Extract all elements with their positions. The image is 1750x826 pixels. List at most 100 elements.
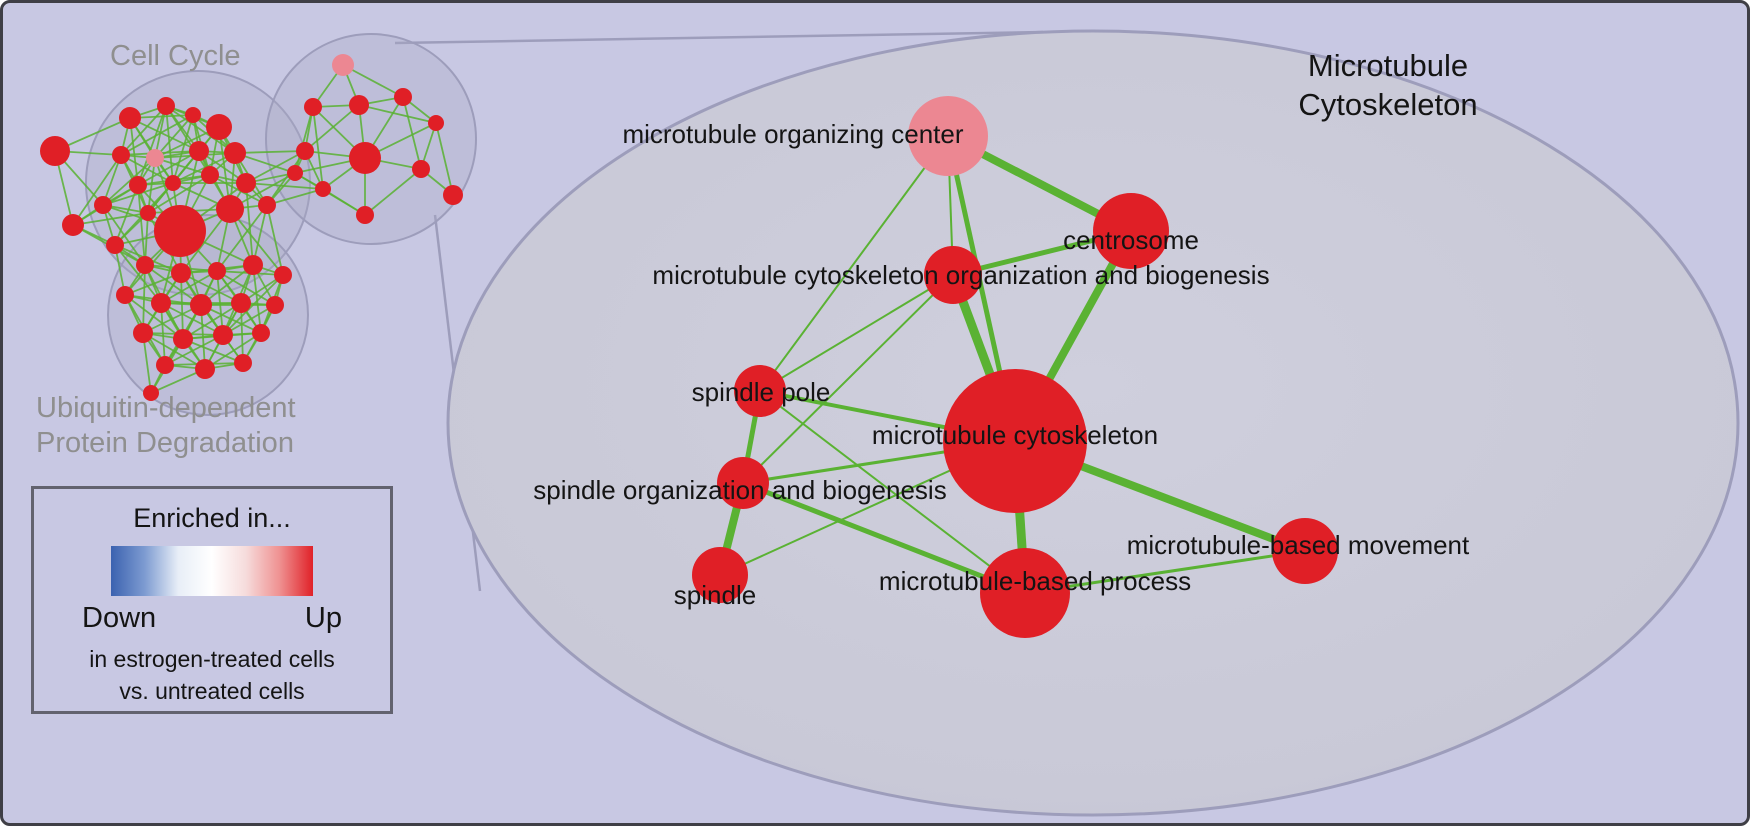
mini-node bbox=[195, 359, 215, 379]
mini-node bbox=[140, 205, 156, 221]
mini-node bbox=[213, 325, 233, 345]
mini-node bbox=[206, 114, 232, 140]
mini-edge bbox=[234, 150, 306, 154]
mini-node bbox=[201, 166, 219, 184]
node-label-centrosome: centrosome bbox=[1063, 225, 1199, 255]
mini-node bbox=[216, 195, 244, 223]
cluster-label-microtubule-cytoskeleton: Microtubule Cytoskeleton bbox=[1268, 47, 1508, 125]
mini-edge bbox=[216, 204, 268, 272]
legend-title: Enriched in... bbox=[133, 503, 291, 533]
mini-edge bbox=[180, 272, 242, 304]
mini-node bbox=[165, 175, 181, 191]
cluster-label-ubiquitin-line2: Protein Degradation bbox=[36, 427, 294, 460]
mini-node bbox=[296, 142, 314, 160]
node-centrosome bbox=[1093, 193, 1169, 269]
mini-edge bbox=[222, 304, 276, 336]
mini-node bbox=[287, 165, 303, 181]
legend-caption-line2: vs. untreated cells bbox=[119, 678, 305, 705]
mini-node bbox=[332, 54, 354, 76]
mini-edge bbox=[182, 302, 242, 340]
node-label-mbp: microtubule-based process bbox=[879, 566, 1191, 596]
edge-mcob-sob bbox=[742, 274, 954, 484]
cluster-label-cell-cycle: Cell Cycle bbox=[110, 40, 241, 72]
mini-node bbox=[315, 181, 331, 197]
zoom-title-line1: Microtubule bbox=[1307, 48, 1469, 83]
mini-node bbox=[258, 196, 276, 214]
node-spindle_pole bbox=[734, 365, 786, 417]
mini-edge bbox=[172, 114, 194, 184]
mini-node bbox=[136, 256, 154, 274]
mini-node bbox=[157, 97, 175, 115]
mini-edge bbox=[147, 157, 156, 214]
mini-edge bbox=[124, 294, 184, 340]
mini-node bbox=[62, 214, 84, 236]
mini-edge bbox=[402, 96, 422, 170]
mini-edge bbox=[266, 204, 284, 276]
mini-edge bbox=[129, 117, 200, 152]
mini-edge bbox=[154, 114, 194, 159]
node-label-sob: spindle organization and biogenesis bbox=[533, 475, 946, 505]
node-mcob bbox=[924, 246, 982, 304]
mini-edge bbox=[180, 272, 184, 340]
node-label-spindle_pole: spindle pole bbox=[692, 377, 831, 407]
edge-mbp-mbm bbox=[1024, 549, 1306, 595]
mini-edge bbox=[124, 272, 182, 296]
mini-node bbox=[129, 176, 147, 194]
node-sob bbox=[717, 457, 769, 509]
mini-edge bbox=[142, 332, 152, 394]
mini-edge bbox=[435, 122, 454, 196]
mini-edge bbox=[165, 105, 236, 154]
mini-node bbox=[185, 107, 201, 123]
mini-node bbox=[443, 185, 463, 205]
legend-scale-labels: Down Up bbox=[34, 602, 390, 635]
mini-node bbox=[116, 286, 134, 304]
mini-edge bbox=[358, 104, 437, 124]
legend-up-label: Up bbox=[304, 602, 342, 634]
mini-edge bbox=[294, 106, 314, 174]
mini-edge bbox=[229, 208, 284, 276]
mini-edge bbox=[102, 157, 156, 206]
node-spindle bbox=[692, 547, 748, 603]
mini-node bbox=[304, 98, 322, 116]
mini-node bbox=[40, 136, 70, 166]
mini-node bbox=[274, 266, 292, 284]
mini-edge bbox=[137, 150, 200, 186]
edge-moc-spindle_pole bbox=[759, 135, 949, 392]
mini-edge bbox=[120, 105, 167, 156]
mini-node bbox=[143, 385, 159, 401]
mini-edge bbox=[160, 270, 218, 304]
mini-edge bbox=[245, 150, 306, 184]
node-label-mc: microtubule cytoskeleton bbox=[872, 420, 1158, 450]
mini-node bbox=[189, 141, 209, 161]
mini-node bbox=[156, 356, 174, 374]
mini-node bbox=[252, 324, 270, 342]
mini-node bbox=[231, 293, 251, 313]
mini-edge bbox=[72, 154, 122, 226]
legend-gradient-bar bbox=[111, 546, 313, 596]
mini-edge bbox=[154, 157, 211, 176]
mini-node bbox=[356, 206, 374, 224]
node-label-spindle: spindle bbox=[674, 580, 756, 610]
node-label-moc: microtubule organizing center bbox=[622, 119, 963, 149]
mini-node bbox=[151, 293, 171, 313]
legend-box: Enriched in... Down Up in estrogen-treat… bbox=[31, 486, 393, 714]
mini-node bbox=[208, 262, 226, 280]
mini-edge bbox=[72, 212, 149, 226]
mini-node bbox=[394, 88, 412, 106]
mini-node bbox=[428, 115, 444, 131]
mini-node bbox=[119, 107, 141, 129]
mini-edge bbox=[165, 105, 211, 176]
node-mbp bbox=[980, 548, 1070, 638]
mini-edge bbox=[120, 114, 194, 156]
mini-edge bbox=[147, 174, 211, 214]
mini-node bbox=[349, 95, 369, 115]
mini-node bbox=[224, 142, 246, 164]
mini-edge bbox=[364, 168, 422, 216]
mini-node bbox=[94, 196, 112, 214]
mini-edge bbox=[182, 338, 244, 364]
mini-edge bbox=[240, 302, 244, 364]
mini-node bbox=[236, 173, 256, 193]
mini-node bbox=[173, 329, 193, 349]
mini-edge bbox=[266, 188, 324, 206]
